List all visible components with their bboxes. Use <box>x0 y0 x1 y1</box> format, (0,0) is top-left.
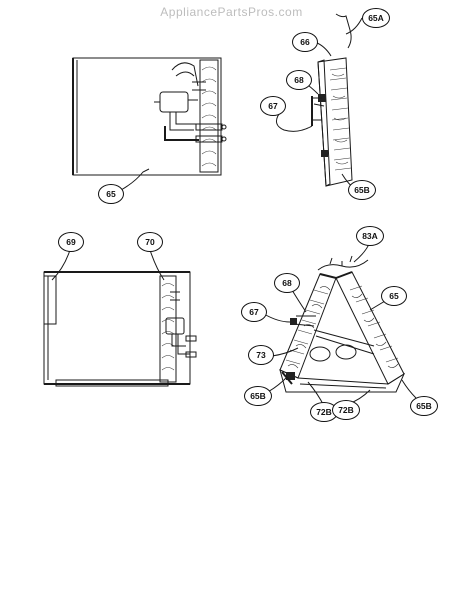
callout-72b-right: 72B <box>332 400 360 420</box>
leader-65a <box>345 17 363 35</box>
coil-assembly-69-70-drawing <box>43 271 197 387</box>
leader-73 <box>271 347 299 357</box>
leader-69 <box>51 249 71 281</box>
wire-65a-drawing <box>335 13 352 49</box>
leader-70 <box>149 249 165 281</box>
callout-65b: 65B <box>348 180 376 200</box>
callout-66: 66 <box>292 32 318 52</box>
callout-67-a-coil: 67 <box>241 302 267 322</box>
coil-assembly-65-drawing <box>72 57 227 176</box>
leader-68b <box>291 289 307 313</box>
callout-83a: 83A <box>356 226 384 246</box>
leader-67b <box>263 313 291 323</box>
callout-73: 73 <box>248 345 274 365</box>
callout-68-a-coil: 68 <box>274 273 300 293</box>
callout-67: 67 <box>260 96 286 116</box>
coil-slab-66-drawing <box>311 57 353 187</box>
a-coil-assembly-drawing <box>279 255 406 393</box>
callout-65b-right: 65B <box>410 396 438 416</box>
callout-69: 69 <box>58 232 84 252</box>
leader-67 <box>276 109 313 132</box>
callout-65b-left: 65B <box>244 386 272 406</box>
leader-65 <box>120 168 150 191</box>
callout-70: 70 <box>137 232 163 252</box>
leader-65b3 <box>401 379 417 399</box>
callout-65-a-coil: 65 <box>381 286 407 306</box>
callout-68: 68 <box>286 70 312 90</box>
callout-65a: 65A <box>362 8 390 28</box>
callout-65: 65 <box>98 184 124 204</box>
site-watermark: AppliancePartsPros.com <box>160 5 303 19</box>
